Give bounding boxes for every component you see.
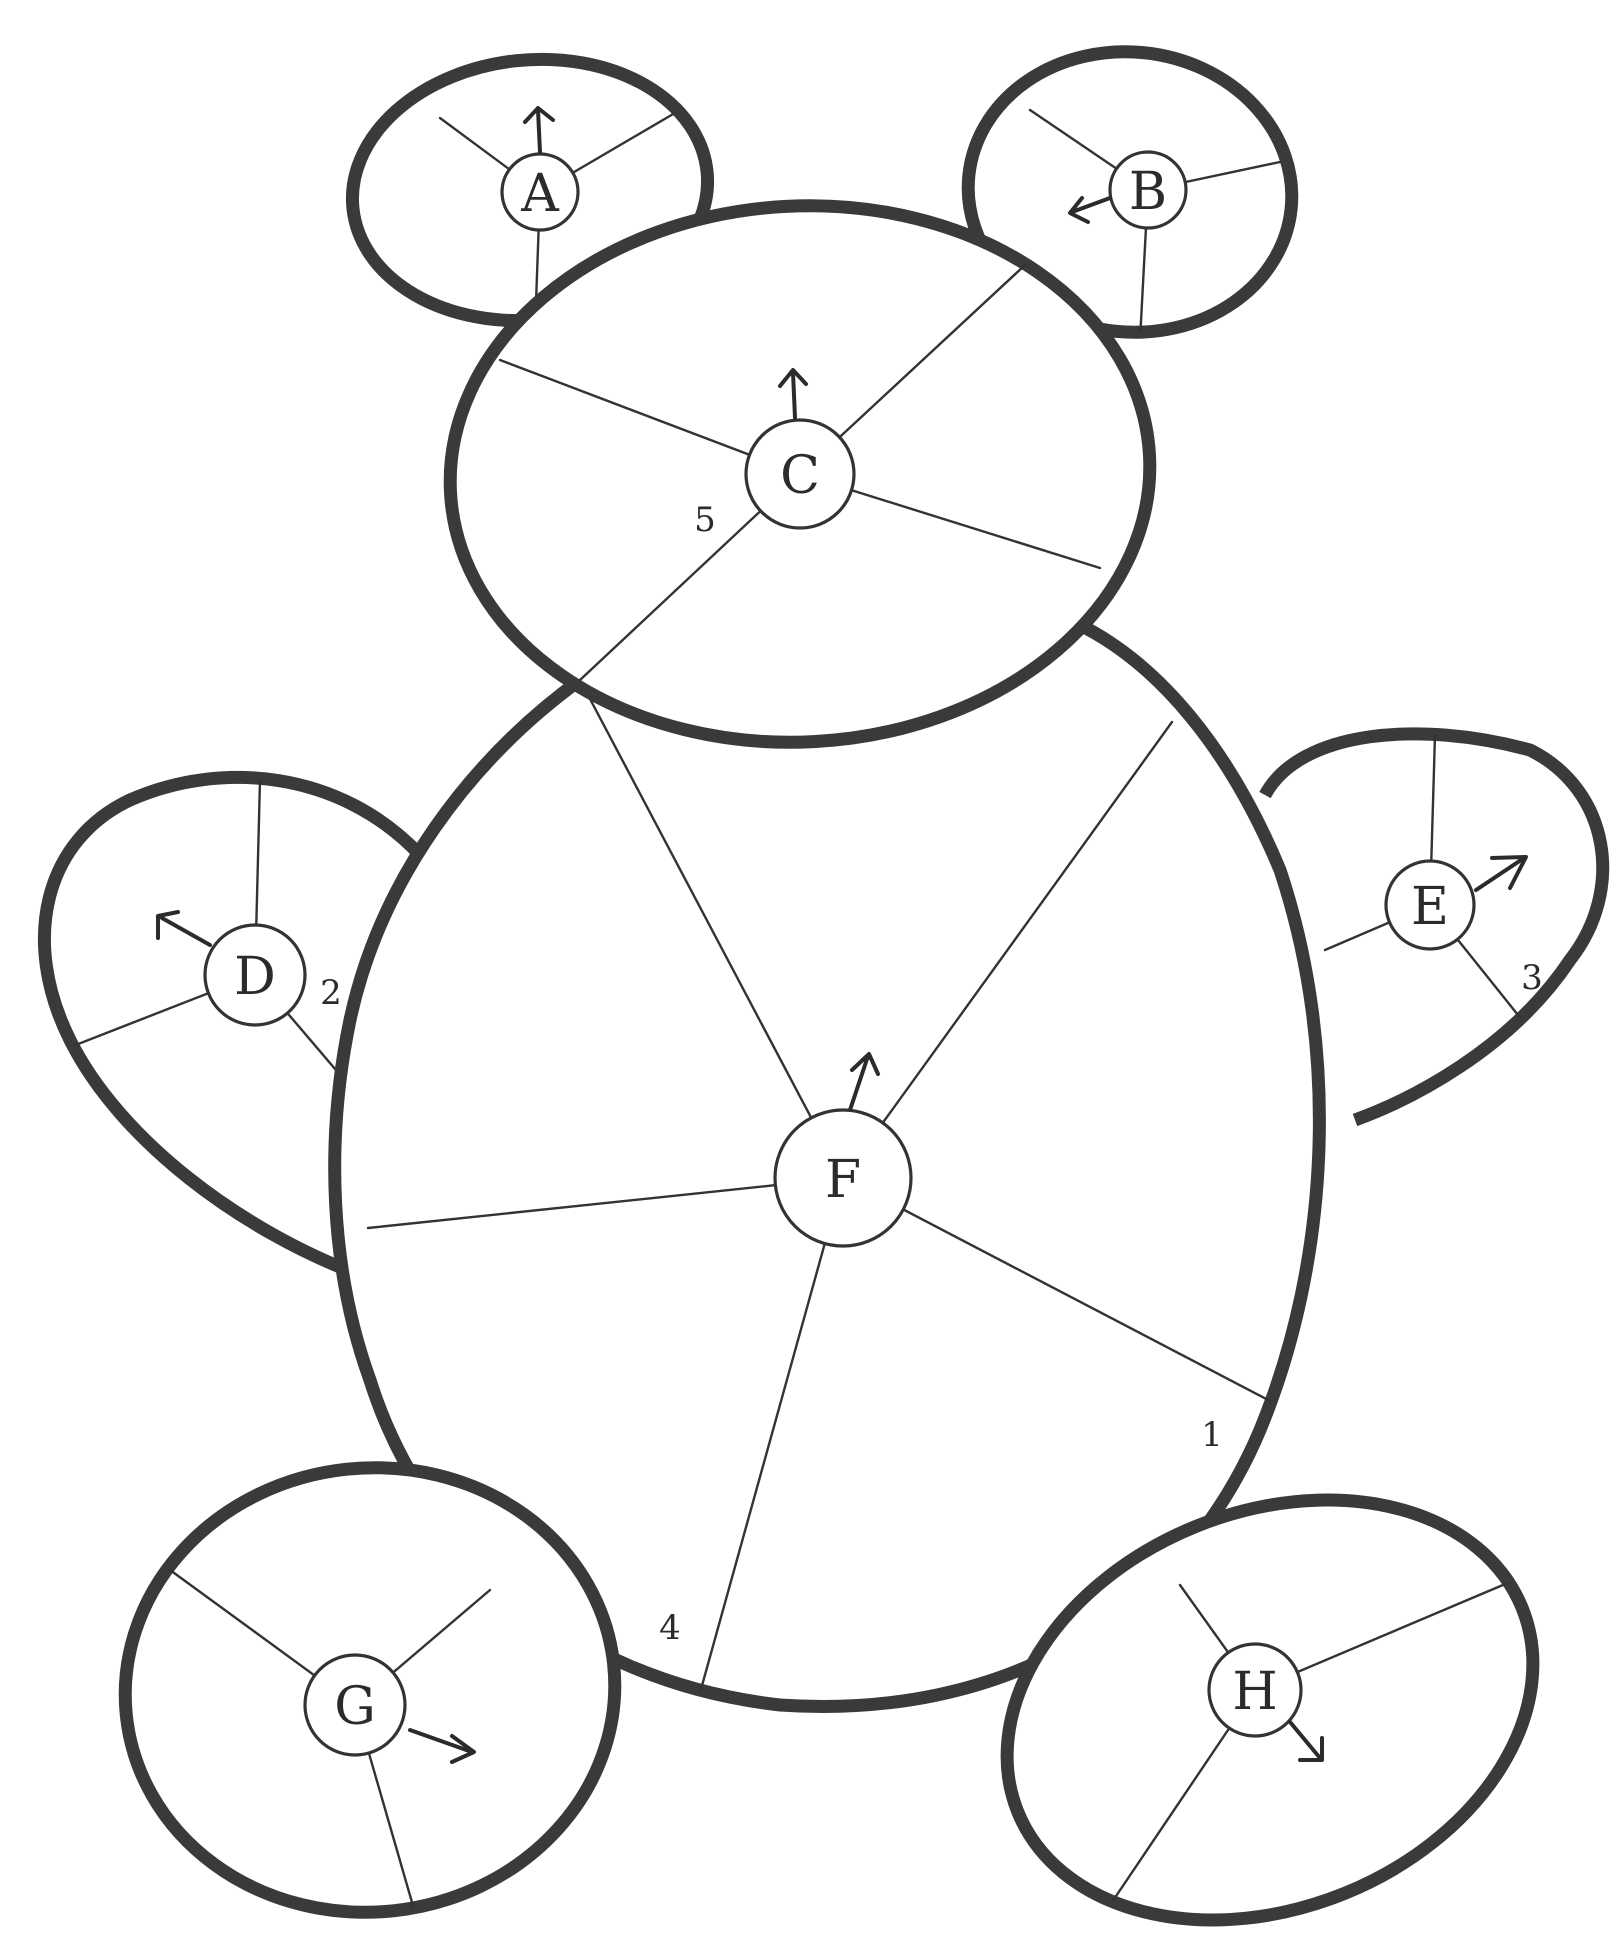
number-label-3: 3 xyxy=(1521,958,1543,998)
wheel-label-c: C xyxy=(780,446,820,506)
wheel-hub-d: D xyxy=(205,925,305,1025)
wheel-hub-g: G xyxy=(305,1655,405,1755)
wheel-label-g: G xyxy=(334,1677,376,1737)
wheel-label-f: F xyxy=(825,1150,861,1210)
wheel-hub-f: F xyxy=(775,1110,911,1246)
number-label-4: 4 xyxy=(659,1608,681,1648)
wheel-label-a: A xyxy=(520,164,560,224)
wheel-hub-c: C xyxy=(746,420,854,528)
wheel-hub-b: B xyxy=(1110,152,1186,228)
wheel-hub-h: H xyxy=(1209,1644,1301,1736)
wheel-label-e: E xyxy=(1411,877,1449,937)
wheel-hub-a: A xyxy=(502,154,578,230)
wheel-label-d: D xyxy=(234,947,276,1007)
wheel-hub-e: E xyxy=(1386,861,1474,949)
number-label-5: 5 xyxy=(694,500,716,540)
number-label-2: 2 xyxy=(320,973,342,1013)
wheel-label-b: B xyxy=(1129,162,1167,222)
wheel-label-h: H xyxy=(1232,1662,1277,1722)
number-label-1: 1 xyxy=(1201,1415,1223,1455)
